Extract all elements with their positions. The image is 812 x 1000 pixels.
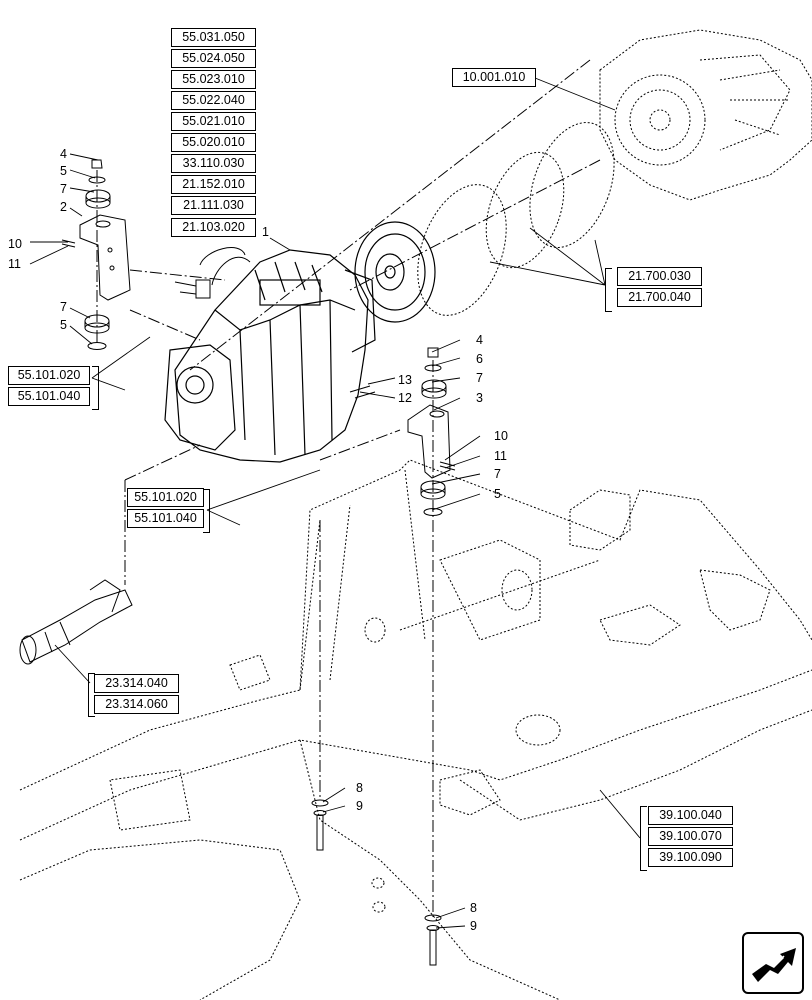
reference-box[interactable]: 55.101.020	[127, 488, 204, 507]
callout-right-isolator-bottom: 7	[494, 467, 501, 481]
reference-box[interactable]: 55.024.050	[171, 49, 256, 68]
reference-box[interactable]: 39.100.070	[648, 827, 733, 846]
callout-transmission: 1	[262, 225, 269, 239]
group-bracket	[92, 366, 99, 410]
reference-box[interactable]: 23.314.040	[94, 674, 179, 693]
reference-box[interactable]: 39.100.090	[648, 848, 733, 867]
reference-box[interactable]: 55.022.040	[171, 91, 256, 110]
reference-box[interactable]: 21.152.010	[171, 175, 256, 194]
reference-box[interactable]: 55.023.010	[171, 70, 256, 89]
callout-left-nut: 4	[60, 147, 67, 161]
group-bracket	[88, 673, 95, 717]
callout-left-washer-top: 5	[60, 164, 67, 178]
chassis-frame	[19, 459, 812, 1000]
callout-right-washer-bottom: 5	[494, 487, 501, 501]
callout-right-bracket: 3	[476, 391, 483, 405]
callout-lower-bolt: 9	[470, 919, 477, 933]
flex-plates	[417, 122, 615, 316]
callout-right-isolator-top: 7	[476, 371, 483, 385]
reference-box[interactable]: 55.020.010	[171, 133, 256, 152]
reference-box[interactable]: 55.101.040	[127, 509, 204, 528]
center-bolt-lower	[311, 799, 329, 851]
callout-left-washer-bottom: 5	[60, 318, 67, 332]
group-bracket	[640, 806, 647, 871]
next-page-button[interactable]	[742, 932, 804, 994]
reference-box[interactable]: 23.314.060	[94, 695, 179, 714]
callout-center-washer: 8	[356, 781, 363, 795]
callout-screw-12: 12	[398, 391, 412, 405]
callout-left-bolt-washer: 11	[8, 257, 21, 271]
reference-box[interactable]: 21.111.030	[171, 196, 256, 215]
assembly-centerlines	[96, 59, 601, 920]
callout-left-isolator-bottom: 7	[60, 300, 67, 314]
callout-left-isolator-top: 7	[60, 182, 67, 196]
group-bracket	[605, 268, 612, 312]
transmission-body	[164, 249, 376, 463]
reference-box[interactable]: 39.100.040	[648, 806, 733, 825]
reference-box[interactable]: 55.031.050	[171, 28, 256, 47]
reference-box[interactable]: 21.700.040	[617, 288, 702, 307]
next-page-arrow-icon	[752, 948, 796, 982]
reference-box[interactable]: 55.021.010	[171, 112, 256, 131]
callout-right-bolt: 10	[494, 429, 508, 443]
engine-outline	[599, 29, 812, 201]
driveshaft	[19, 579, 133, 665]
callout-left-bolt: 10	[8, 237, 22, 251]
reference-box[interactable]: 21.700.030	[617, 267, 702, 286]
reference-box[interactable]: 21.103.020	[171, 218, 256, 237]
callout-left-bracket: 2	[60, 200, 67, 214]
leader-lines	[29, 77, 641, 929]
callout-center-bolt: 9	[356, 799, 363, 813]
reference-box[interactable]: 10.001.010	[452, 68, 536, 87]
callout-screw-13: 13	[398, 373, 412, 387]
callout-lower-washer: 8	[470, 901, 477, 915]
reference-box[interactable]: 55.101.040	[8, 387, 90, 406]
wire-harness	[174, 247, 251, 299]
group-bracket	[203, 489, 210, 533]
callout-right-nut: 4	[476, 333, 483, 347]
callout-right-washer-top: 6	[476, 352, 483, 366]
callout-right-bolt-washer: 11	[494, 449, 507, 463]
reference-box[interactable]: 33.110.030	[171, 154, 256, 173]
reference-box[interactable]: 55.101.020	[8, 366, 90, 385]
